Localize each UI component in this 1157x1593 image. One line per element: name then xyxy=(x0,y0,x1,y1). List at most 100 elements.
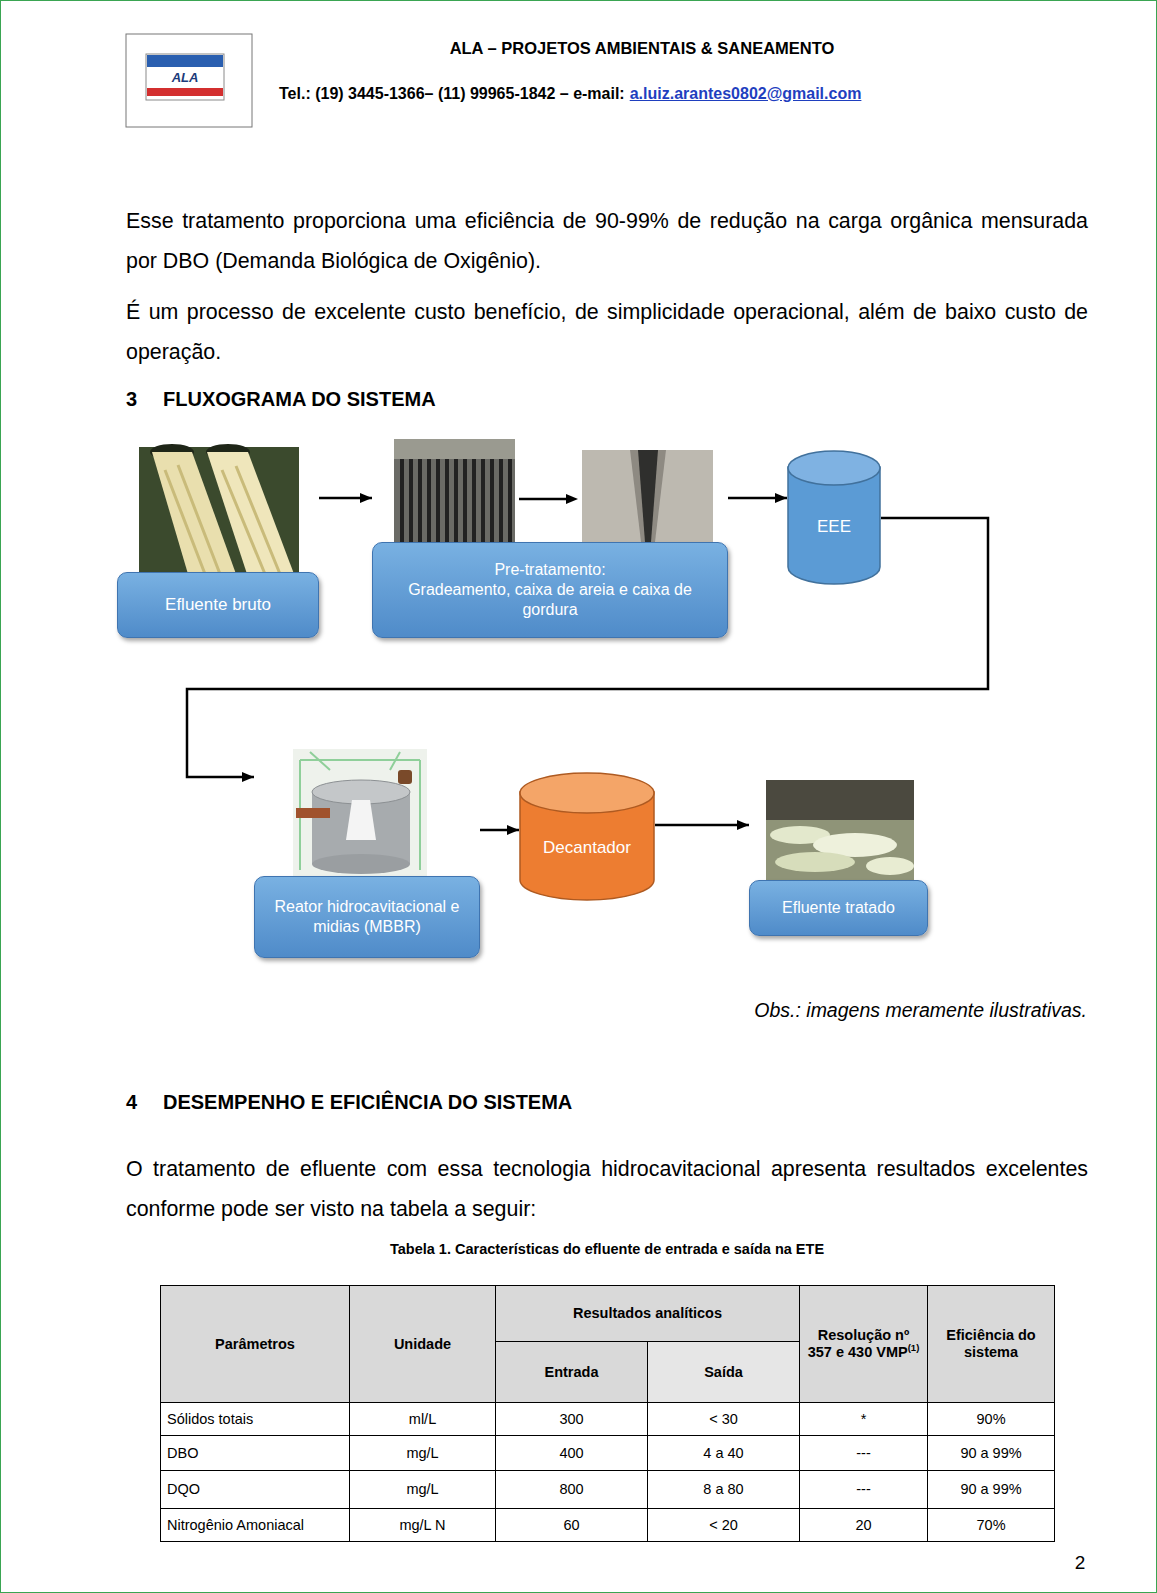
label-box: Reator hidrocavitacional e midias (MBBR) xyxy=(254,876,480,958)
node-label: Efluente bruto xyxy=(165,594,271,615)
table-cell: 300 xyxy=(496,1403,648,1436)
cell-text: < 20 xyxy=(709,1517,738,1533)
table-cell: 90% xyxy=(928,1403,1055,1436)
page-number: 2 xyxy=(1060,1552,1100,1574)
header-text: Resolução nº 357 e 430 VMP xyxy=(808,1327,910,1360)
node-label: EEE xyxy=(817,517,851,537)
table-cell: mg/L xyxy=(350,1436,496,1471)
header-text: Saída xyxy=(704,1364,743,1380)
logo-blue-band xyxy=(147,55,223,67)
foam xyxy=(775,852,855,872)
cylinder-label: Decantador xyxy=(519,814,655,881)
table-cell: DBO xyxy=(161,1436,350,1471)
screen-bars xyxy=(402,459,510,542)
results-table: Parâmetros Unidade Resultados analíticosRe… xyxy=(160,1285,1055,1542)
table-cell: DQO xyxy=(161,1471,350,1509)
cell-text: mg/L N xyxy=(399,1517,445,1533)
logo-card xyxy=(146,54,224,100)
cell-text: 70% xyxy=(977,1517,1006,1533)
cell-text: * xyxy=(861,1411,867,1427)
flow-arrow xyxy=(319,497,372,500)
cell-text: 8 a 80 xyxy=(703,1481,743,1497)
table-cell: 90 a 99% xyxy=(928,1471,1055,1509)
channel-wall xyxy=(630,450,666,542)
table-cell: 90 a 99% xyxy=(928,1436,1055,1471)
cell-text: 90 a 99% xyxy=(960,1445,1021,1461)
photo-raw-effluent xyxy=(139,444,299,574)
node-label: Efluente tratado xyxy=(782,898,895,918)
table-cell: * xyxy=(800,1403,928,1436)
tank-body xyxy=(312,792,410,864)
cell-text: 90% xyxy=(977,1411,1006,1427)
pump xyxy=(398,770,412,784)
cylinder-outline xyxy=(519,772,655,901)
body-paragraph: O tratamento de efluente com essa tecnol… xyxy=(126,1150,1088,1229)
email-link: a.luiz.arantes0802@gmail.com xyxy=(630,85,862,102)
water xyxy=(766,820,914,880)
contact-text: Tel.: (19) 3445-1366– (11) 99965-1842 – … xyxy=(279,85,625,102)
table-cell: 70% xyxy=(928,1509,1055,1542)
table-row: DQOmg/L8008 a 80---90 a 99% xyxy=(161,1471,1055,1509)
note: Obs.: imagens meramente ilustrativas. xyxy=(587,998,1087,1022)
node-body: Gradeamento, caixa de areia e caixa de g… xyxy=(383,580,717,620)
cylinder-label: EEE xyxy=(787,486,881,568)
arrow-head xyxy=(566,494,578,504)
contact-line: Tel.: (19) 3445-1366– (11) 99965-1842 – … xyxy=(279,84,861,104)
table-cell: 4 a 40 xyxy=(648,1436,800,1471)
label-box: Efluente bruto xyxy=(117,572,319,638)
photo-ground xyxy=(139,447,299,574)
table-cell: --- xyxy=(800,1436,928,1471)
cell-text: DQO xyxy=(167,1481,200,1497)
table-cell: 400 xyxy=(496,1436,648,1471)
cell-text: 400 xyxy=(559,1445,583,1461)
header-cell: Entrada xyxy=(496,1342,648,1403)
table-cell: mg/L N xyxy=(350,1509,496,1542)
label-box: Pre-tratamento:Gradeamento, caixa de are… xyxy=(372,542,728,638)
table-cell: 8 a 80 xyxy=(648,1471,800,1509)
section-number: 4 xyxy=(126,1090,137,1114)
table-cell: < 20 xyxy=(648,1509,800,1542)
header-cell: Unidade xyxy=(350,1286,496,1403)
flow-arrow xyxy=(480,829,519,832)
node-label: Pre-tratamento: xyxy=(494,560,605,580)
cell-text: mg/L xyxy=(406,1481,438,1497)
photo-ground xyxy=(293,749,427,876)
header-cell: Resultados analíticos xyxy=(496,1286,800,1342)
pipe xyxy=(296,808,330,818)
hydrocavitation-cone xyxy=(346,800,376,840)
cell-text: Nitrogênio Amoniacal xyxy=(167,1517,304,1533)
foam xyxy=(866,857,914,875)
arrow-line xyxy=(519,498,568,501)
cylinder-top xyxy=(788,451,880,485)
cell-text: 60 xyxy=(563,1517,579,1533)
header-text: Eficiência do sistema xyxy=(946,1327,1035,1360)
process-step: Reator hidrocavitacional e midias (MBBR) xyxy=(254,749,480,958)
flow-arrow xyxy=(728,497,787,500)
table-caption: Tabela 1. Características do efluente de… xyxy=(160,1240,1054,1258)
cell-text: < 30 xyxy=(709,1411,738,1427)
header-text: Resultados analíticos xyxy=(573,1305,722,1321)
flow-arrow xyxy=(655,824,749,827)
table-cell: Nitrogênio Amoniacal xyxy=(161,1509,350,1542)
cell-text: 800 xyxy=(559,1481,583,1497)
photo-treated-effluent xyxy=(766,780,914,880)
table-cell: 800 xyxy=(496,1471,648,1509)
section-heading: DESEMPENHO E EFICIÊNCIA DO SISTEMA xyxy=(163,1090,572,1114)
cell-text: DBO xyxy=(167,1445,198,1461)
photo-grit-channel xyxy=(582,450,713,542)
logo-graphic xyxy=(126,34,252,127)
process-step: Efluente tratado xyxy=(749,780,928,936)
section-heading: FLUXOGRAMA DO SISTEMA xyxy=(163,387,436,411)
photo-ground xyxy=(582,450,713,542)
body-paragraph: É um processo de excelente custo benefíc… xyxy=(126,293,1088,372)
screen-frame xyxy=(394,439,515,459)
photo-ground xyxy=(766,780,914,880)
header-text: Parâmetros xyxy=(215,1336,295,1352)
header-text: Unidade xyxy=(394,1336,451,1352)
footnote-mark: (1) xyxy=(908,1342,920,1353)
cell-text: 4 a 40 xyxy=(703,1445,743,1461)
jet-streaks xyxy=(165,465,280,574)
tank-bottom xyxy=(312,854,410,874)
channel xyxy=(638,450,658,542)
